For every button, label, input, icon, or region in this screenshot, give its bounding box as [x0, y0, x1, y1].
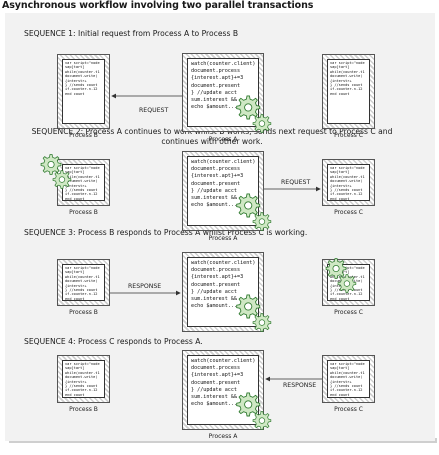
process-b-caption: Process B: [69, 406, 98, 413]
request-label: REQUEST: [139, 107, 169, 114]
process-c-chip: var script="node sap[tart] while(counter…: [322, 355, 375, 403]
process-a-code: watch(counter.client) document.process {…: [191, 358, 256, 408]
diagram-title: Asynchronous workflow involving two para…: [2, 0, 314, 11]
process-b-caption: Process B: [69, 132, 98, 139]
process-c-code: var script="node sap[tart] while(counter…: [330, 362, 365, 397]
process-a-chip: watch(counter.client) document.process {…: [182, 252, 264, 332]
process-a-caption: Process A: [208, 235, 238, 242]
process-b-chip: var script="node sap[tart] while(counter…: [57, 54, 110, 129]
gear-icon: [228, 92, 272, 138]
request-label: REQUEST: [281, 179, 311, 186]
process-b-caption: Process B: [69, 209, 98, 216]
process-b-code: var script="node sap[tart] while(counter…: [65, 266, 100, 301]
process-a-chip: watch(counter.client) document.process {…: [182, 53, 264, 132]
gear-icon: [36, 152, 76, 196]
process-a-code: watch(counter.client) document.process {…: [191, 61, 256, 111]
process-a-code: watch(counter.client) document.process {…: [191, 159, 256, 209]
response-label: RESPONSE: [128, 283, 162, 290]
process-c-caption: Process C: [334, 132, 363, 139]
process-b-code: var script="node sap[tart] while(counter…: [65, 61, 100, 96]
gear-icon: [228, 389, 272, 435]
process-b-code: var script="node sap[tart] while(counter…: [65, 362, 100, 397]
process-c-code: var script="node sap[tart] while(counter…: [330, 166, 365, 201]
process-c-chip: var script="node sap[tart] while(counter…: [322, 159, 375, 206]
process-c-chip: var script="node sap[tart] while(counter…: [322, 54, 375, 129]
gear-icon: [228, 291, 272, 337]
process-c-caption: Process C: [334, 406, 363, 413]
gear-icon: [228, 190, 272, 236]
process-c-code: var script="node sap[tart] while(counter…: [330, 61, 365, 96]
process-a-caption: Process A: [208, 136, 238, 143]
sequence-3-heading: SEQUENCE 3: Process B responds to Proces…: [24, 228, 308, 237]
process-c-caption: Process C: [334, 309, 363, 316]
process-c-caption: Process C: [334, 209, 363, 216]
process-b-code: var script="node sap[tart] while(counter…: [65, 166, 100, 201]
process-a-code: watch(counter.client) document.process {…: [191, 260, 256, 310]
process-a-caption: Process A: [208, 433, 238, 440]
response-label: RESPONSE: [283, 382, 317, 389]
sequence-1-heading: SEQUENCE 1: Initial request from Process…: [24, 29, 239, 38]
sequence-4-heading: SEQUENCE 4: Process C responds to Proces…: [24, 337, 203, 346]
process-b-caption: Process B: [69, 309, 98, 316]
process-a-chip: watch(counter.client) document.process {…: [182, 151, 264, 231]
gear-icon: [321, 256, 361, 300]
process-b-chip: var script="node sap[tart] while(counter…: [57, 259, 110, 306]
process-b-chip: var script="node sap[tart] while(counter…: [57, 355, 110, 403]
